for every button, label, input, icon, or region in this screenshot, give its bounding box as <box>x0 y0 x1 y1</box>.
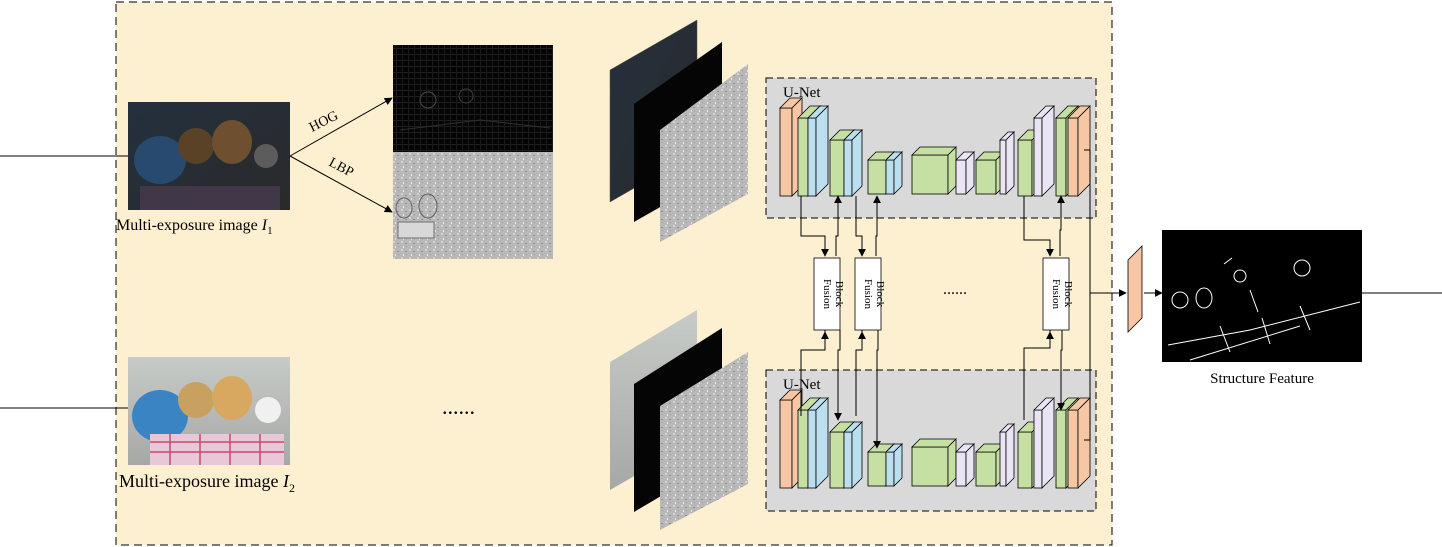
conv-3a-front <box>867 159 887 195</box>
stacked-input-bottom <box>610 310 748 530</box>
up-2a-front <box>999 431 1007 487</box>
output-layer-front <box>1067 409 1079 489</box>
conv-1b-side <box>815 105 829 197</box>
conv-2a-front <box>829 431 845 489</box>
image-2-caption: Multi-exposure image I2 <box>119 471 295 495</box>
conv-1a-front <box>797 117 809 197</box>
up-2b-front <box>1017 431 1033 489</box>
conv-3b-side <box>893 443 903 487</box>
conv-1b-side <box>815 397 829 489</box>
svg-text:Fusion: Fusion <box>821 279 833 309</box>
hog-arrow <box>289 97 393 157</box>
conv-1b-front <box>807 117 817 197</box>
up-2b-front <box>1017 139 1033 197</box>
up-1a-side <box>1041 105 1055 197</box>
up-2a-front <box>999 139 1007 195</box>
stacked-input-top <box>609 19 748 242</box>
up-1b-front <box>1055 117 1067 197</box>
unet-bottom-layers <box>779 389 1091 489</box>
conv-1b-front <box>807 409 817 489</box>
lbp-arrow <box>289 155 393 213</box>
up-3a-front <box>955 159 967 195</box>
fusion-block-1: Fusion Block <box>813 257 845 331</box>
svg-text:Block: Block <box>1062 281 1074 308</box>
conv-3a-front <box>867 451 887 487</box>
conv-2b-side <box>851 129 863 197</box>
up-3b-front <box>975 451 997 487</box>
conv-1a-front <box>797 409 809 489</box>
ellipsis-fusion: ...... <box>943 281 967 298</box>
fusion-block-3: Fusion Block <box>1042 257 1074 331</box>
unet-bottom-label: U-Net <box>783 377 821 393</box>
conv-2b-front <box>843 431 853 489</box>
conv-2b-front <box>843 139 853 197</box>
output-layer-front <box>1067 117 1079 197</box>
up-1b-front <box>1055 409 1067 489</box>
fusion-block-2: Fusion Block <box>854 257 886 331</box>
structure-feature-image <box>1162 230 1362 362</box>
hog-feature-map <box>393 45 553 152</box>
conv-2b-side <box>851 421 863 489</box>
multi-exposure-image-2 <box>128 357 290 465</box>
conv-3b-front <box>885 159 895 195</box>
up-1a-front <box>1033 117 1043 197</box>
up-3a-side <box>965 151 975 195</box>
svg-text:Block: Block <box>833 281 845 308</box>
fusion-connections <box>800 195 1065 449</box>
bottleneck-side <box>947 146 957 195</box>
bottleneck-front <box>911 154 949 195</box>
svg-text:Block: Block <box>874 281 886 308</box>
multi-exposure-image-1 <box>128 102 290 210</box>
image-1-caption: Multi-exposure image I1 <box>116 217 273 237</box>
conv-2a-front <box>829 139 845 197</box>
up-1a-front <box>1033 409 1043 489</box>
output-connections <box>1084 149 1442 441</box>
unet-top-layers <box>779 97 1091 197</box>
up-3a-side <box>965 443 975 487</box>
input-layer-front <box>779 399 793 489</box>
lbp-feature-map <box>393 152 553 259</box>
conv-3b-front <box>885 451 895 487</box>
up-2a-side <box>1005 131 1015 195</box>
input-layer-front <box>779 107 793 197</box>
conv-3b-side <box>893 151 903 195</box>
up-1a-side <box>1041 397 1055 489</box>
unet-top-label: U-Net <box>783 85 821 101</box>
output-layer-side <box>1077 397 1091 489</box>
svg-text:Fusion: Fusion <box>862 279 874 309</box>
bottleneck-side <box>947 438 957 487</box>
output-conv-layer <box>1127 245 1143 333</box>
bottleneck-front <box>911 446 949 487</box>
output-caption: Structure Feature <box>1210 371 1314 387</box>
output-layer-side <box>1077 105 1091 197</box>
up-3a-front <box>955 451 967 487</box>
up-2a-side <box>1005 423 1015 487</box>
ellipsis-images: ...... <box>442 394 475 419</box>
up-3b-front <box>975 159 997 195</box>
svg-text:Fusion: Fusion <box>1050 279 1062 309</box>
